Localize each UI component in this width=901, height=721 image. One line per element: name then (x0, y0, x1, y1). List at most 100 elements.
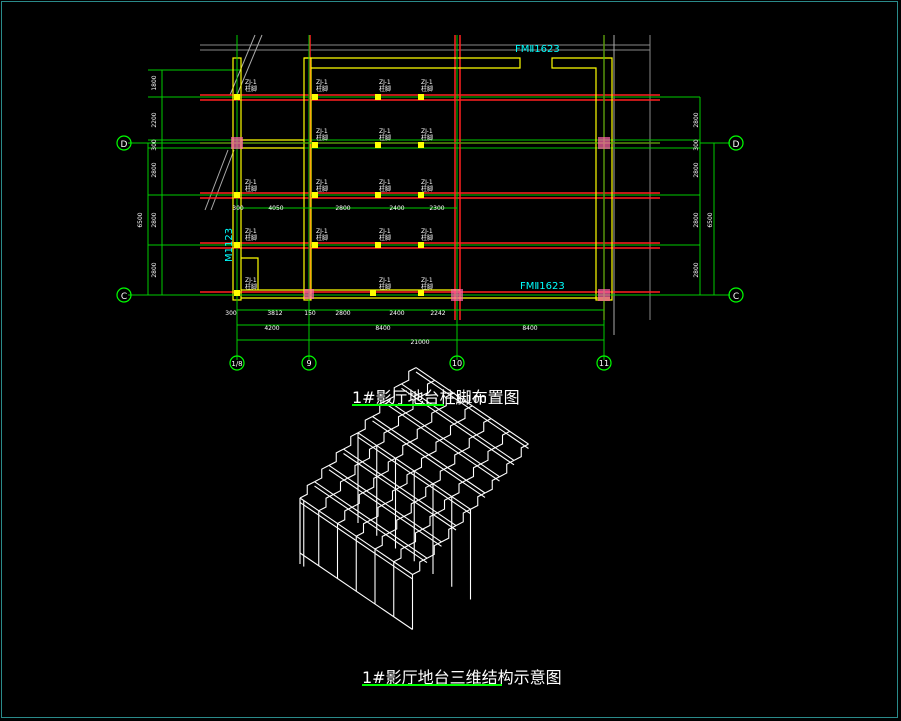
axis-c-right: C (733, 292, 739, 302)
column-tag-sub: 柱脚 (379, 134, 391, 142)
door-label-bottom: FMⅡ1623 (520, 281, 565, 292)
frame-member (384, 486, 401, 505)
frame-member (412, 557, 428, 575)
frame-member (484, 476, 500, 494)
frame-member (470, 492, 486, 510)
frame-member (372, 420, 486, 498)
column-tag: ZJ-1 (316, 179, 328, 186)
frame-member (436, 496, 453, 514)
axis-d-right: D (733, 140, 740, 150)
column-tag-sub: 柱脚 (421, 185, 433, 193)
frame-member (494, 430, 511, 449)
dimension-label: 2800 (693, 262, 700, 277)
dimension-label: 8400 (375, 325, 390, 332)
frame-member (403, 499, 419, 517)
frame-member (399, 470, 415, 488)
axis-d-left: D (121, 140, 128, 150)
column-tag: ZJ-1 (421, 277, 433, 284)
column-tag-sub: 柱脚 (379, 85, 391, 93)
column-tag: ZJ-1 (316, 228, 328, 235)
frame-member (386, 404, 500, 482)
column-tag-sub: 柱脚 (316, 185, 328, 193)
axis-c-left: C (121, 292, 127, 302)
frame-member (361, 445, 378, 463)
frame-member (480, 447, 496, 465)
frame-member (418, 483, 434, 501)
frame-member (389, 515, 405, 534)
dimension-label: 2800 (335, 205, 350, 212)
frame-member (380, 457, 396, 476)
dimension-label: 2400 (389, 205, 404, 212)
total-dimension: 21000 (410, 339, 429, 346)
dimension-label: 4050 (268, 205, 283, 212)
floor-plan (116, 34, 744, 371)
column-tag-sub: 柱脚 (421, 134, 433, 142)
frame-member (343, 432, 359, 450)
column-tag: ZJ-1 (421, 228, 433, 235)
dimension-label: 2800 (151, 262, 158, 277)
column-tag-sub: 柱脚 (245, 185, 257, 193)
column-tag-sub: 柱脚 (421, 234, 433, 242)
dimension-label: 6500 (137, 212, 144, 227)
frame-member (366, 474, 382, 492)
dimension-label: 4200 (264, 325, 279, 332)
column-tag: ZJ-1 (245, 79, 257, 86)
door-label-top: FMⅡ1623 (515, 44, 560, 55)
column-tag: ZJ-1 (421, 179, 433, 186)
frame-member (457, 405, 473, 423)
frame-member (432, 467, 448, 485)
frame-member (386, 383, 402, 401)
column-tag: ZJ-1 (421, 79, 433, 86)
axis-11: 11 (599, 359, 609, 368)
frame-member (347, 461, 363, 479)
frame-member (424, 408, 440, 427)
door-label-left: M1123 (224, 228, 235, 262)
column-tag-sub: 柱脚 (421, 283, 433, 291)
dimension-label: 8400 (522, 325, 537, 332)
frame-member (299, 481, 315, 499)
model-title-underline (362, 684, 502, 686)
model-title: 1#影厅地台三维结构示意图 (362, 668, 562, 687)
frame-member (328, 469, 442, 547)
frame-member (428, 437, 444, 456)
column-tag-sub: 柱脚 (421, 85, 433, 93)
plan-title-underline (352, 404, 444, 406)
column-tag: ZJ-1 (421, 128, 433, 135)
column-tag: ZJ-1 (379, 179, 391, 186)
plan-title: 1#影厅地台柱脚布置图 (352, 388, 520, 407)
column-tag-sub: 柱脚 (245, 234, 257, 242)
dimension-label: 2800 (151, 162, 158, 177)
frame-member (351, 490, 367, 508)
column-tag-sub: 柱脚 (245, 85, 257, 93)
frame-member (395, 441, 411, 459)
frame-member (314, 485, 428, 564)
column-tag: ZJ-1 (245, 179, 257, 186)
frame-member (318, 493, 334, 512)
column-tag: ZJ-1 (245, 228, 257, 235)
dimension-label: 2200 (151, 112, 158, 127)
column-tag: ZJ-1 (379, 228, 391, 235)
frame-member (422, 512, 438, 530)
column-tag: ZJ-1 (245, 277, 257, 284)
frame-member (438, 392, 454, 410)
column-tag-sub: 柱脚 (379, 283, 391, 291)
frame-member (332, 477, 349, 495)
frame-member (415, 371, 529, 449)
frame-member (461, 434, 477, 452)
column-tag-sub: 柱脚 (245, 283, 257, 291)
frame-member (419, 379, 436, 398)
frame-member (442, 421, 459, 439)
dimension-label: 300 (151, 139, 158, 151)
frame-member (390, 412, 407, 430)
column-tag-sub: 柱脚 (379, 185, 391, 193)
dimension-label: 2800 (693, 162, 700, 177)
column-tag-sub: 柱脚 (316, 134, 328, 142)
frame-member (372, 399, 388, 417)
dimension-label: 150 (304, 310, 316, 317)
frame-member (441, 525, 457, 543)
column-tag-sub: 柱脚 (316, 234, 328, 242)
frame-member (401, 387, 515, 466)
frame-member (299, 552, 413, 630)
